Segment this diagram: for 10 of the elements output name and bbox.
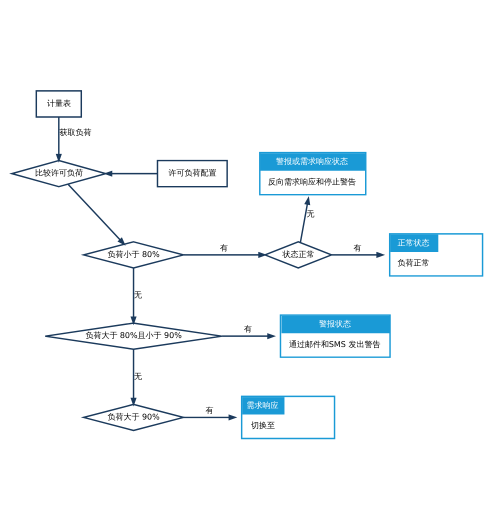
arrow <box>183 251 266 258</box>
arrow <box>67 183 126 246</box>
arrow <box>222 332 276 339</box>
arrow <box>331 251 385 258</box>
arrow <box>130 268 136 325</box>
arrow <box>130 348 136 406</box>
arrow <box>299 196 310 242</box>
arrow <box>183 414 237 420</box>
arrow <box>55 116 62 162</box>
arrow <box>103 170 157 176</box>
